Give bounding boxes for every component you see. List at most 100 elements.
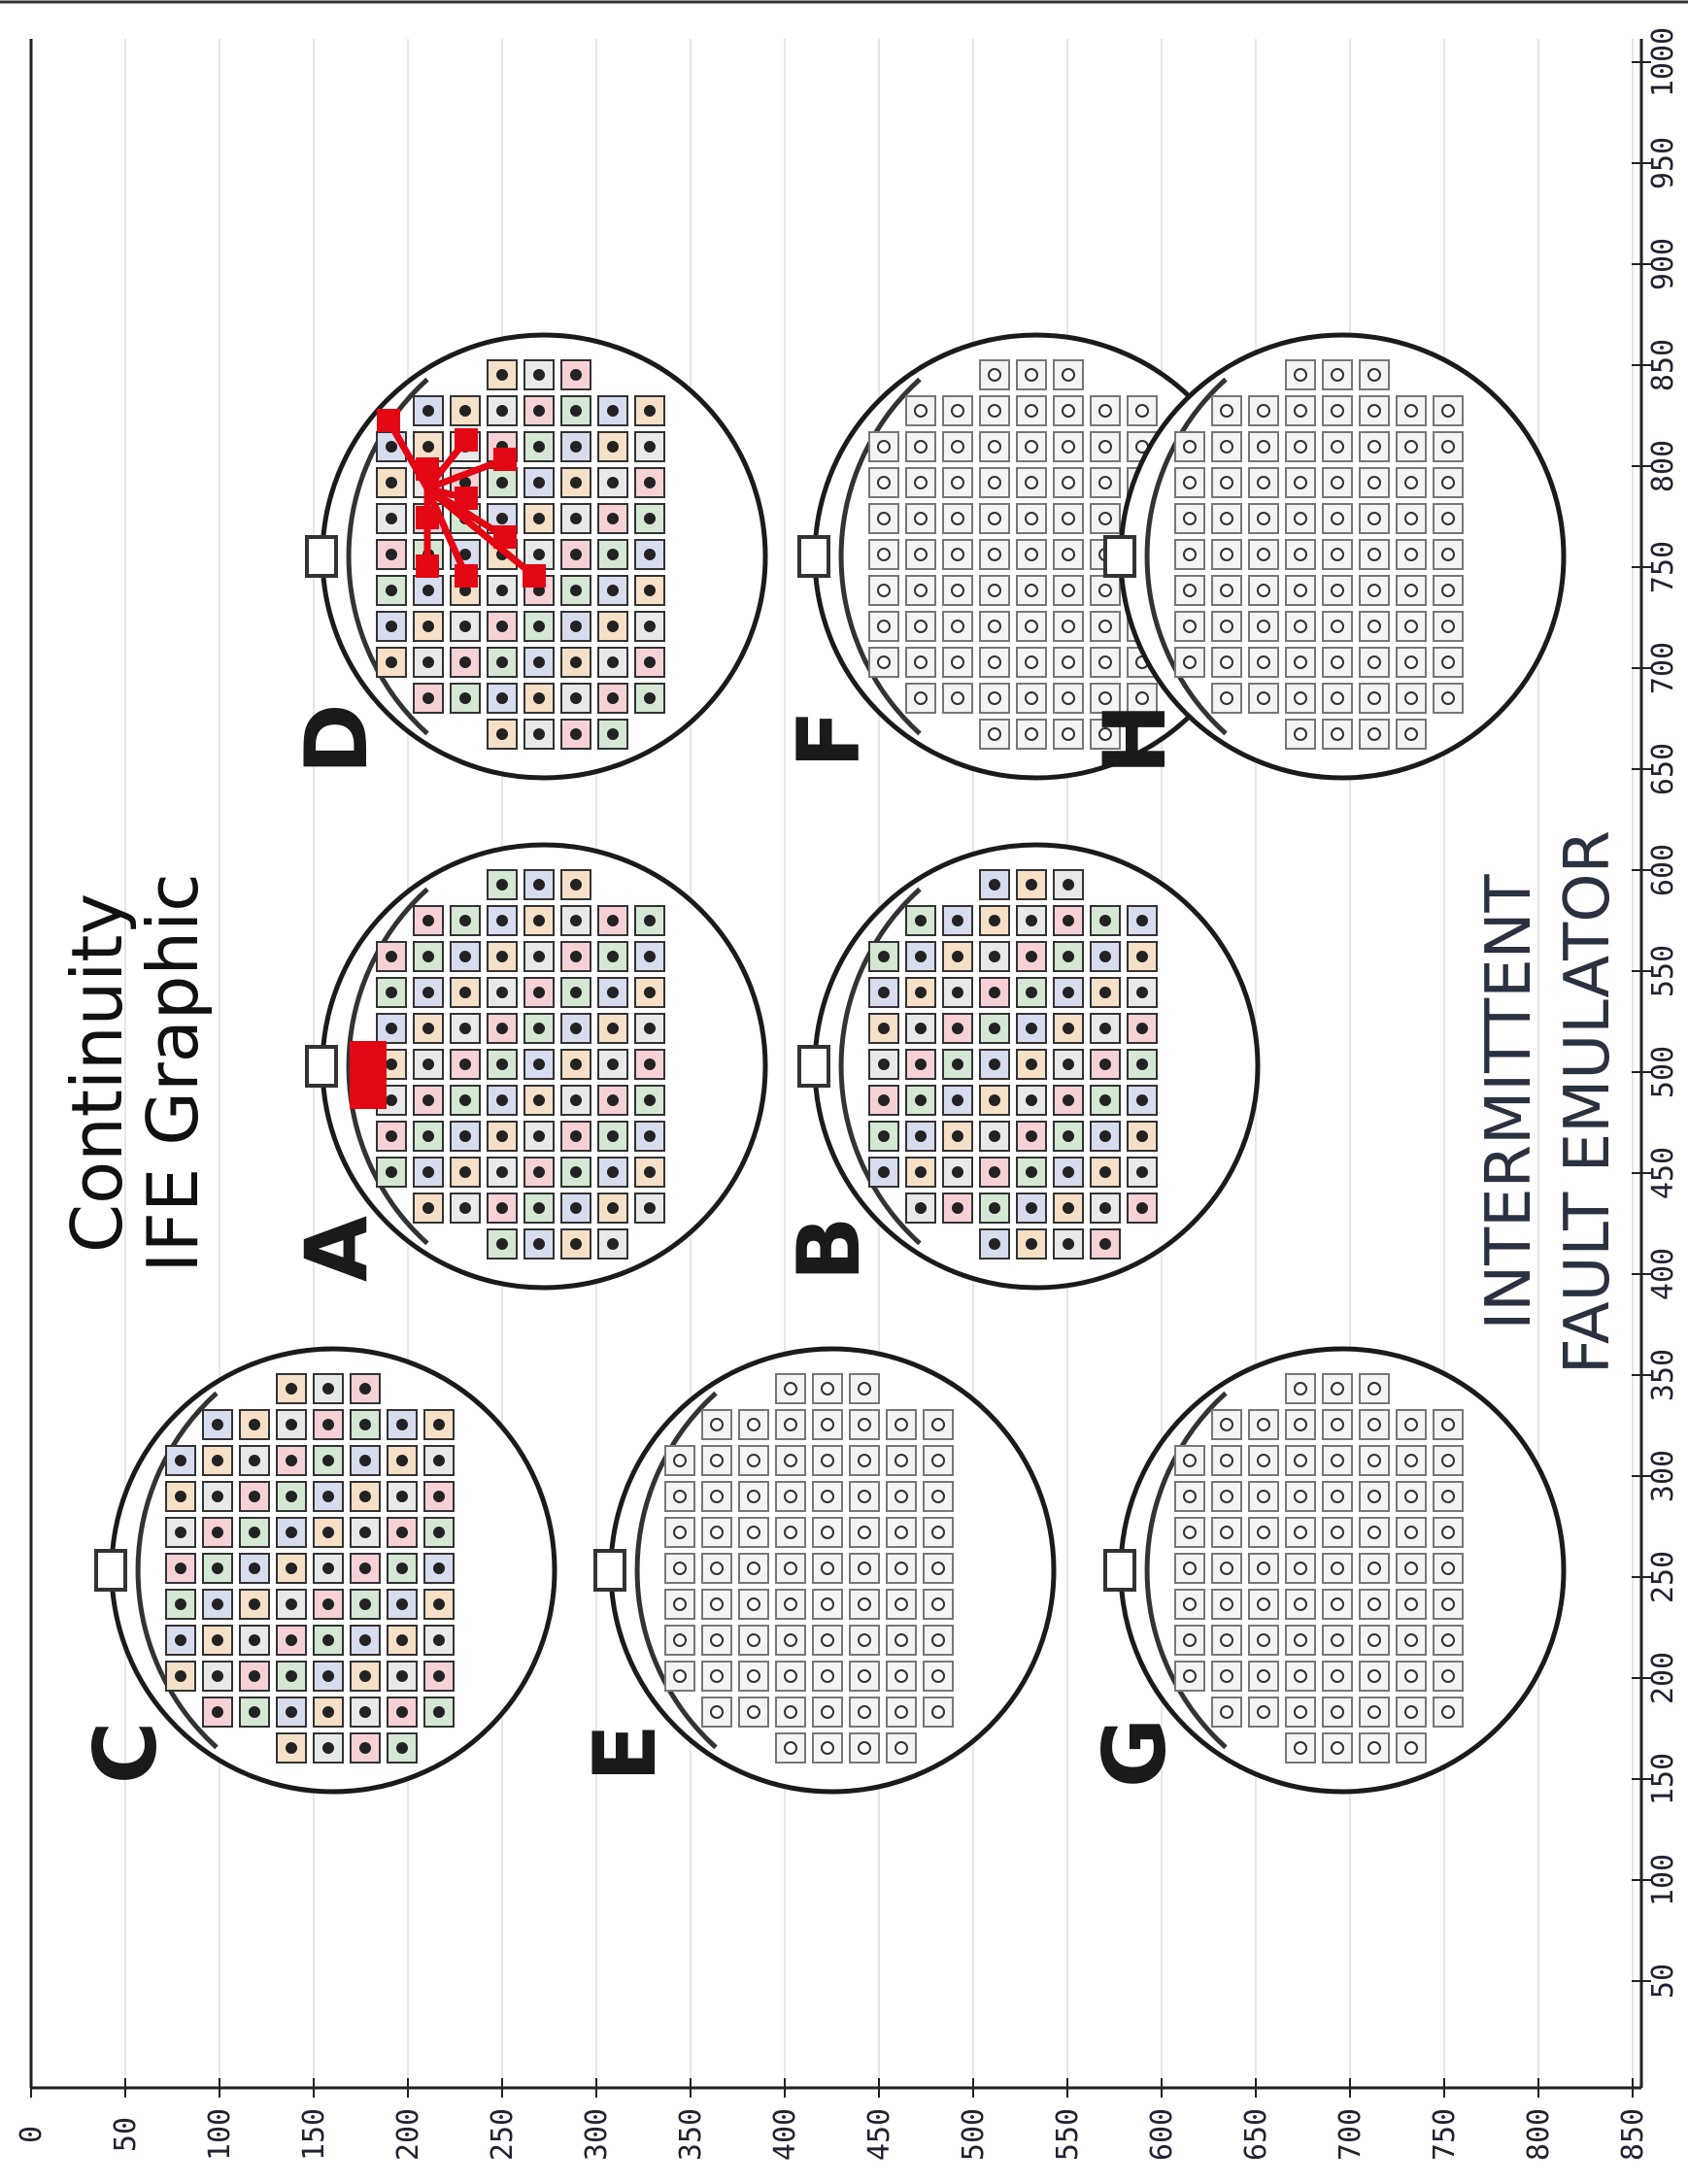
pin-dot — [821, 1526, 834, 1539]
pin-dot — [396, 1634, 408, 1646]
pin-dot — [1257, 655, 1270, 669]
pin-dot — [1404, 620, 1418, 633]
pin-dot — [1183, 1454, 1197, 1467]
pin-slot — [1127, 1121, 1158, 1152]
title-line1: Continuity — [56, 893, 138, 1253]
pin-slot — [979, 467, 1010, 498]
pin-dot — [1026, 987, 1037, 998]
pin-dot — [359, 1598, 371, 1610]
pin-dot — [607, 1238, 619, 1250]
pin-dot — [1294, 1418, 1307, 1431]
pin-dot — [1062, 476, 1075, 489]
pin-dot — [644, 915, 656, 926]
pin-dot — [1220, 1454, 1233, 1467]
pin-dot — [496, 1202, 508, 1214]
pin-slot — [812, 1625, 843, 1656]
pin-dot — [533, 692, 545, 704]
pin-dot — [607, 621, 619, 632]
pin-dot — [249, 1562, 260, 1574]
pin-dot — [1257, 620, 1270, 633]
pin-dot — [249, 1455, 260, 1466]
pin-slot — [886, 1409, 917, 1440]
pin-dot — [322, 1598, 334, 1610]
pin-dot — [895, 1669, 908, 1683]
top-tick-label: 600 — [1646, 844, 1680, 896]
pin-dot — [915, 1202, 927, 1214]
pin-dot — [821, 1705, 834, 1719]
top-tick-label: 550 — [1646, 945, 1680, 997]
pin-dot — [858, 1526, 871, 1539]
pin-dot — [433, 1527, 445, 1538]
pin-dot — [386, 477, 397, 488]
top-tick-label: 850 — [1646, 339, 1680, 391]
top-tick-label: 350 — [1646, 1349, 1680, 1401]
pin-dot — [359, 1670, 371, 1682]
pin-dot — [433, 1634, 445, 1646]
pin-dot — [952, 1166, 963, 1178]
pin-dot — [1025, 548, 1038, 561]
fault-pin — [416, 554, 439, 578]
pin-slot — [1016, 647, 1047, 678]
pin-dot — [386, 656, 397, 668]
pin-dot — [747, 1633, 760, 1647]
pin-dot — [570, 987, 582, 998]
pin-slot — [313, 1517, 344, 1548]
pin-slot — [1016, 431, 1047, 462]
pin-dot — [533, 513, 545, 524]
bracket-arc — [1144, 1391, 1228, 1750]
pin-dot — [322, 1562, 334, 1574]
pin-dot — [322, 1670, 334, 1682]
pin-slot — [387, 1409, 418, 1440]
pin-slot — [413, 977, 444, 1008]
pin-dot — [496, 1166, 508, 1178]
pin-dot — [1331, 1669, 1344, 1683]
pin-dot — [989, 1202, 1000, 1214]
top-tick-label: 900 — [1646, 238, 1680, 290]
pin-dot — [821, 1562, 834, 1575]
pin-dot — [422, 621, 434, 632]
pin-dot — [1367, 476, 1381, 489]
pin-dot — [644, 692, 656, 704]
pin-dot — [1331, 584, 1344, 597]
pin-slot — [634, 1049, 665, 1080]
pin-slot — [523, 467, 555, 498]
pin-dot — [673, 1633, 687, 1647]
pin-dot — [386, 441, 397, 453]
pin-dot — [1098, 691, 1112, 705]
pin-slot — [1174, 467, 1205, 498]
pin-slot — [1433, 1589, 1464, 1620]
pin-slot — [775, 1625, 806, 1656]
pin-dot — [459, 549, 471, 560]
pin-dot — [747, 1705, 760, 1719]
pin-dot — [1294, 1705, 1307, 1719]
pin-dot — [322, 1706, 334, 1718]
pin-dot — [1331, 1382, 1344, 1395]
pin-slot — [812, 1409, 843, 1440]
pin-dot — [322, 1742, 334, 1754]
left-tick-label: 250 — [486, 2108, 520, 2161]
pin-dot — [1062, 404, 1075, 418]
pin-dot — [607, 441, 619, 453]
pin-dot — [1294, 1669, 1307, 1683]
pin-dot — [644, 1202, 656, 1214]
pin-dot — [1257, 476, 1270, 489]
pin-dot — [1220, 1490, 1233, 1503]
pin-dot — [673, 1490, 687, 1503]
pin-dot — [249, 1598, 260, 1610]
pin-slot — [1174, 1625, 1205, 1656]
pin-dot — [858, 1705, 871, 1719]
pin-dot — [459, 1130, 471, 1142]
pin-dot — [570, 1166, 582, 1178]
pin-dot — [1367, 1454, 1381, 1467]
pin-dot — [396, 1455, 408, 1466]
pin-dot — [710, 1526, 724, 1539]
pin-dot — [1220, 1597, 1233, 1611]
pin-slot — [1285, 503, 1316, 534]
pin-dot — [988, 727, 1001, 741]
pin-dot — [1025, 404, 1038, 418]
pin-dot — [914, 691, 928, 705]
pin-slot — [905, 1049, 936, 1080]
pin-slot — [1285, 395, 1316, 426]
pin-dot — [914, 404, 928, 418]
left-tick-label: 300 — [580, 2108, 614, 2161]
